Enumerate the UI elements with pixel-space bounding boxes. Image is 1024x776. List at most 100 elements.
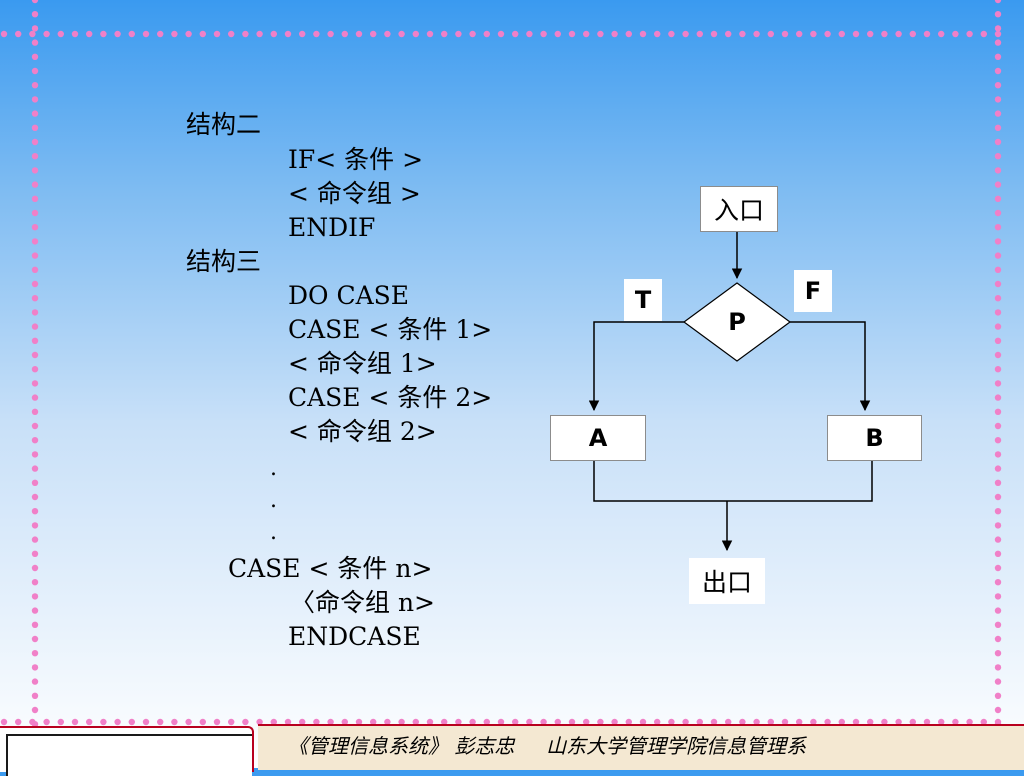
border-dot: [31, 252, 39, 259]
border-dot: [810, 30, 817, 38]
ellipsis-dot-3: .: [270, 520, 277, 545]
process-box-b: B: [827, 415, 922, 461]
border-dot: [994, 366, 1002, 373]
border-dot: [781, 718, 789, 726]
border-dot: [15, 30, 22, 38]
command-group-n-line: 〈命令组 n>: [290, 588, 435, 617]
border-dot: [31, 465, 39, 472]
border-dot: [15, 718, 22, 726]
border-dot: [994, 124, 1002, 131]
border-dot: [31, 309, 39, 316]
true-label: T: [624, 279, 662, 321]
border-dot: [810, 718, 817, 726]
border-dot: [29, 30, 36, 38]
border-dot: [994, 266, 1002, 273]
border-dot: [242, 718, 249, 726]
border-dot: [625, 30, 632, 38]
border-dot: [327, 718, 334, 726]
border-dot: [31, 380, 39, 387]
border-dot: [611, 30, 618, 38]
border-dot: [114, 30, 121, 38]
border-dot: [696, 718, 703, 726]
border-dot: [57, 718, 64, 726]
border-dot: [213, 30, 221, 38]
exit-box: 出口: [689, 558, 765, 604]
border-dot: [824, 718, 831, 726]
border-dot: [31, 295, 39, 302]
do-case-line: DO CASE: [288, 281, 410, 310]
border-dot: [483, 30, 490, 38]
if-command-group-line: < 命令组 >: [288, 179, 421, 208]
border-dot: [696, 30, 703, 38]
footer-left-tab: [0, 726, 254, 776]
border-dot: [668, 718, 675, 726]
border-dot: [284, 718, 292, 726]
border-dot: [43, 718, 50, 726]
border-dot: [31, 437, 39, 444]
border-dot: [725, 718, 732, 726]
border-dot: [994, 280, 1002, 288]
border-dot: [412, 30, 419, 38]
border-dot: [313, 718, 320, 726]
border-dot: [568, 30, 576, 38]
border-dot: [31, 479, 39, 486]
border-dot: [994, 465, 1002, 472]
border-dot: [994, 437, 1002, 444]
border-dot: [242, 30, 249, 38]
border-dot: [31, 422, 39, 430]
border-dot: [994, 0, 1002, 4]
border-dot: [31, 664, 39, 671]
border-dot: [31, 493, 39, 501]
border-dot: [668, 30, 675, 38]
border-dot: [838, 718, 845, 726]
border-dot: [31, 692, 39, 699]
border-dot: [398, 718, 405, 726]
condition-label: P: [728, 308, 746, 336]
border-dot: [31, 579, 39, 586]
border-dot: [994, 394, 1002, 401]
border-dot: [881, 718, 888, 726]
border-dot: [597, 718, 604, 726]
border-dot: [994, 11, 1002, 18]
border-dot: [682, 30, 689, 38]
border-dot: [31, 408, 39, 415]
border-dot: [213, 718, 221, 726]
border-dot: [994, 493, 1002, 501]
border-dot: [710, 30, 718, 38]
structure-three-heading: 结构三: [186, 247, 262, 276]
border-dot: [994, 337, 1002, 344]
border-dot: [654, 30, 661, 38]
false-branch-arrow: [790, 321, 871, 412]
border-dot: [994, 451, 1002, 458]
border-dot: [554, 718, 561, 726]
border-dot: [31, 266, 39, 273]
border-dot: [739, 718, 746, 726]
border-dot: [341, 718, 348, 726]
condition-diamond: [682, 282, 792, 362]
border-dot: [171, 718, 178, 726]
border-dot: [441, 30, 448, 38]
merge-line: [593, 460, 873, 502]
footer-credit-text: 《管理信息系统》 彭志忠 山东大学管理学院信息管理系: [288, 734, 807, 758]
border-dot: [31, 0, 39, 4]
border-dot: [994, 692, 1002, 699]
border-dot: [895, 30, 902, 38]
border-dot: [31, 721, 39, 728]
border-dot: [31, 181, 39, 188]
border-dot: [980, 718, 987, 726]
command-group-2-line: < 命令组 2>: [288, 417, 437, 446]
border-dot: [753, 30, 760, 38]
entry-box: 入口: [700, 186, 778, 232]
border-dot: [469, 30, 476, 38]
border-dot: [568, 718, 576, 726]
border-dot: [497, 30, 505, 38]
border-dot: [994, 53, 1002, 60]
border-dot: [710, 718, 718, 726]
border-dot: [441, 718, 448, 726]
border-dot: [512, 30, 519, 38]
border-dot: [384, 718, 391, 726]
border-dot: [938, 718, 945, 726]
case-2-line: CASE < 条件 2>: [288, 383, 493, 412]
border-dot: [781, 30, 789, 38]
